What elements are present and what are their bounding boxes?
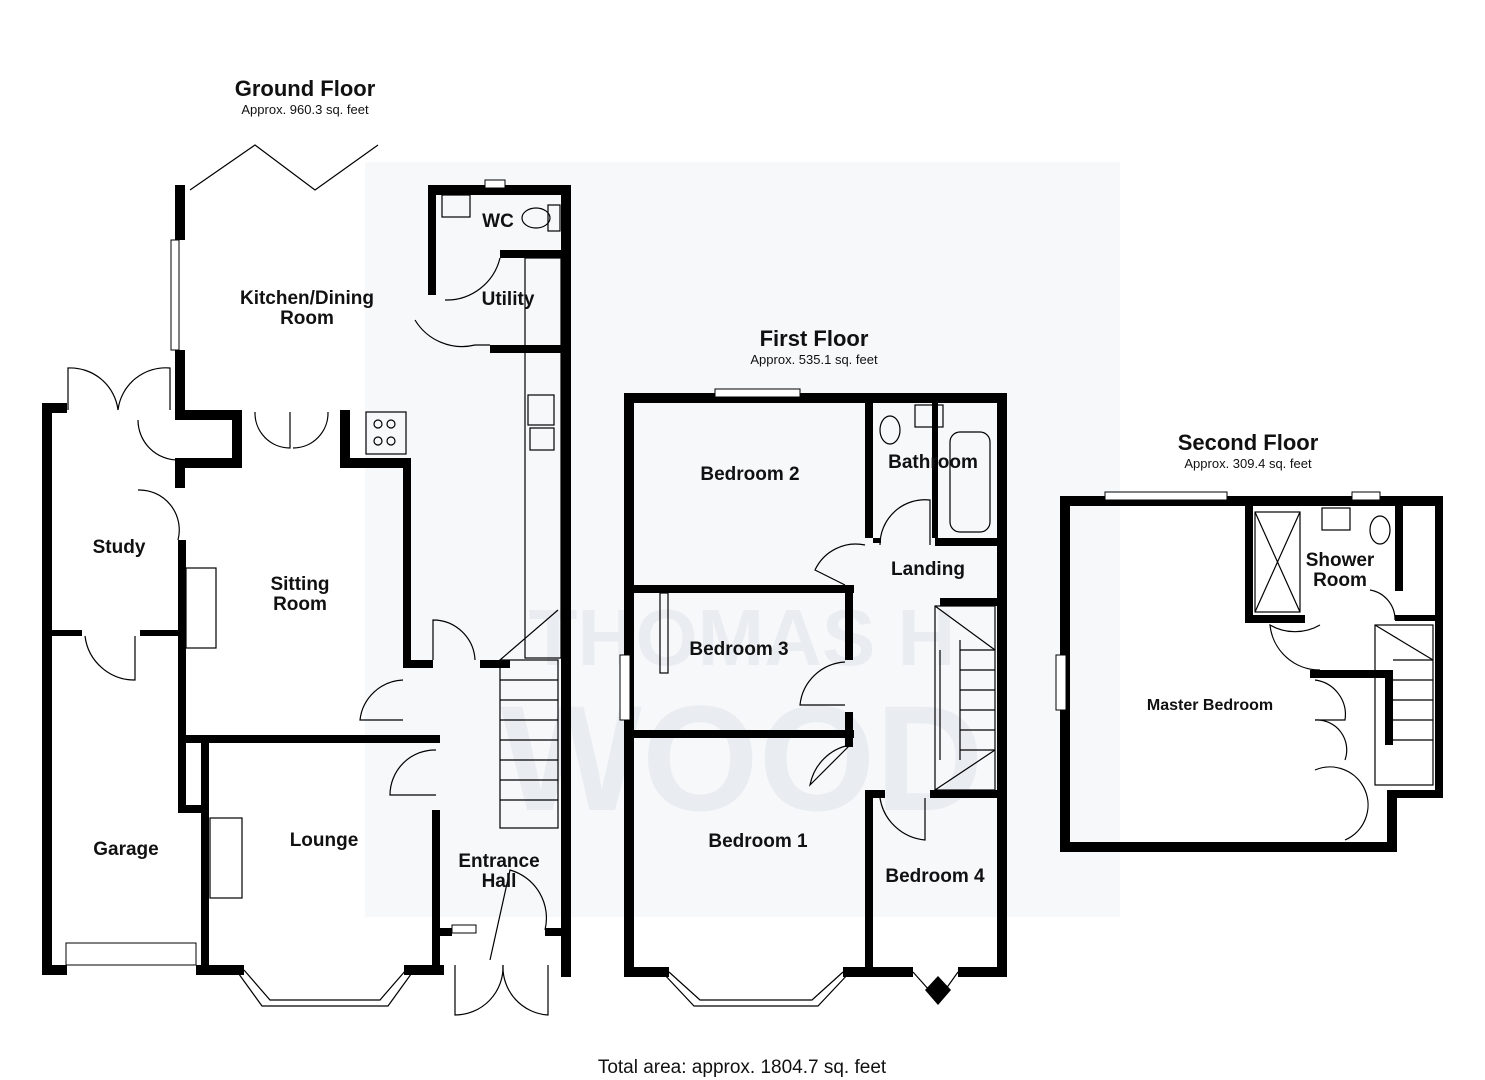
ground-floor-title: Ground Floor xyxy=(235,76,376,101)
ground-floor-area: Approx. 960.3 sq. feet xyxy=(241,102,369,117)
first-floor-title: First Floor xyxy=(760,326,869,351)
window xyxy=(170,239,180,351)
ground-floor-plan xyxy=(42,144,571,1016)
room-label-landing: Landing xyxy=(891,559,965,580)
room-label-bedroom3: Bedroom 3 xyxy=(689,639,788,660)
window xyxy=(65,942,197,966)
window xyxy=(484,179,506,189)
room-label-master-bedroom: Master Bedroom xyxy=(1147,697,1273,714)
room-label-bathroom: Bathroom xyxy=(888,452,978,473)
window xyxy=(451,924,477,934)
room-label-garage: Garage xyxy=(93,839,158,860)
window xyxy=(1055,654,1067,711)
room-label-shower: Shower xyxy=(1306,550,1375,571)
window xyxy=(1351,491,1381,501)
second-floor-plan xyxy=(1055,491,1443,852)
window xyxy=(1104,491,1228,501)
room-label-wc: WC xyxy=(482,211,514,232)
window xyxy=(714,388,801,398)
room-label-bedroom1: Bedroom 1 xyxy=(708,831,808,852)
watermark-line1: THOMAS H xyxy=(529,593,956,682)
room-label-bedroom4: Bedroom 4 xyxy=(885,866,985,887)
room-label-lounge: Lounge xyxy=(290,830,359,851)
second-floor-area: Approx. 309.4 sq. feet xyxy=(1184,456,1312,471)
room-label-bedroom2: Bedroom 2 xyxy=(700,464,799,485)
second-floor-title: Second Floor xyxy=(1178,430,1319,455)
room-label-sitting-2: Room xyxy=(273,594,327,615)
room-label-shower-2: Room xyxy=(1313,570,1367,591)
room-label-kitchen: Kitchen/Dining xyxy=(240,288,374,309)
first-floor-area: Approx. 535.1 sq. feet xyxy=(750,352,878,367)
window xyxy=(619,654,631,721)
room-label-entrance: Entrance xyxy=(458,851,539,872)
room-label-entrance-2: Hall xyxy=(482,871,517,892)
room-label-study: Study xyxy=(93,537,146,558)
watermark-line2: WOOD xyxy=(500,674,983,842)
room-label-utility: Utility xyxy=(482,289,535,310)
total-area: Total area: approx. 1804.7 sq. feet xyxy=(598,1057,887,1078)
first-floor-plan xyxy=(619,388,1007,1007)
room-label-kitchen-2: Room xyxy=(280,308,334,329)
room-label-sitting: Sitting xyxy=(270,574,329,595)
